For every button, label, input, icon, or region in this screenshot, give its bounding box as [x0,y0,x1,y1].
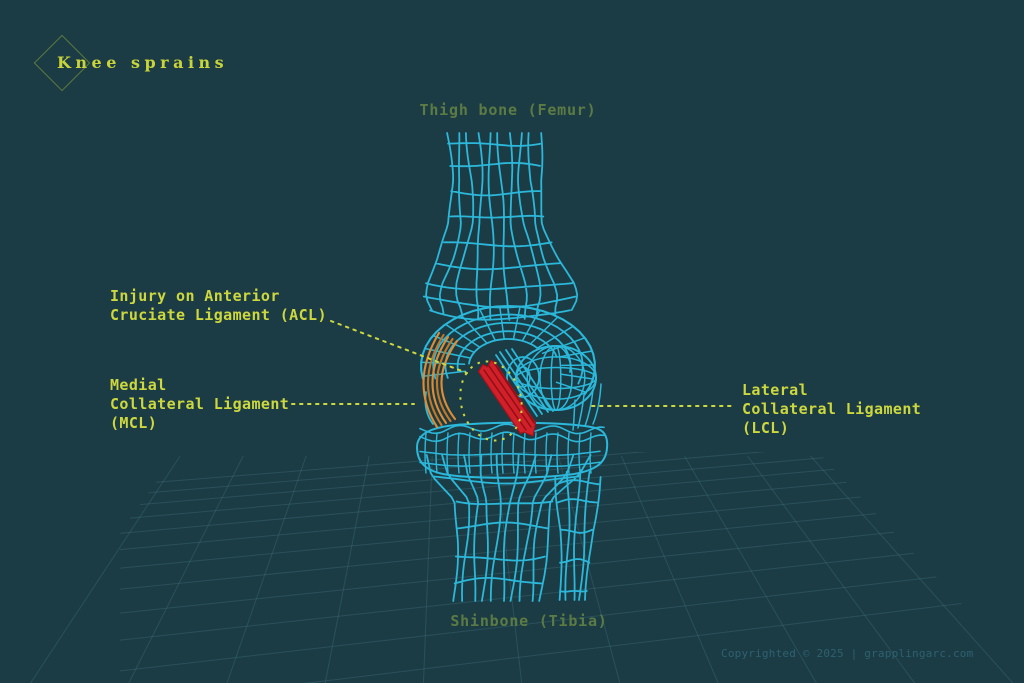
lcl-label: Lateral Collateral Ligament (LCL) [742,381,922,437]
femoral-condyles-wireframe [420,304,602,431]
fibula-wireframe [554,469,602,601]
acl-label: Injury on Anterior Cruciate Ligament (AC… [110,287,327,324]
femur-caption: Thigh bone (Femur) [419,101,597,119]
mcl-band [422,331,459,429]
tibia-wireframe [425,454,592,602]
page-title: Knee sprains [57,53,229,72]
tibia-caption: Shinbone (Tibia) [450,612,608,630]
copyright-text: Copyrighted © 2025 | grapplingarc.com [721,647,974,660]
femur-wireframe [422,132,579,321]
floor-grid [25,452,1024,683]
mcl-label: Medial Collateral Ligament (MCL) [110,376,290,432]
leader-lines [291,320,732,442]
tibial-plateau-wireframe [416,421,609,479]
